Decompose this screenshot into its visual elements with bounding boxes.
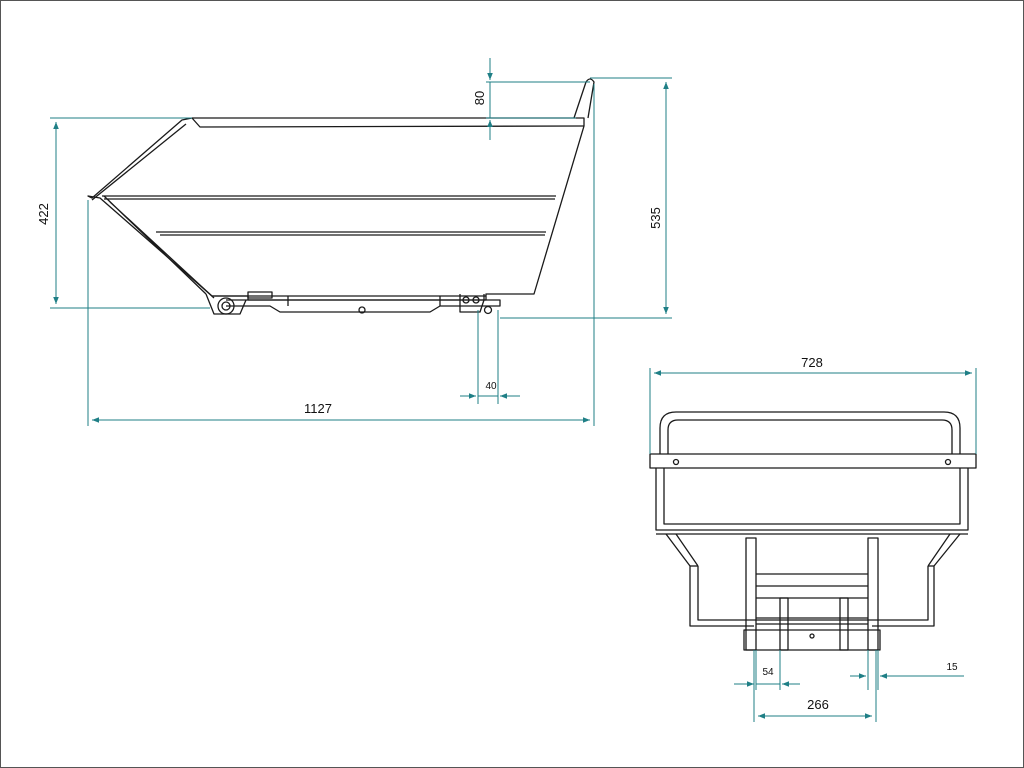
dim-label-80: 80 [472,91,487,105]
fork-pocket-right [867,537,879,651]
front-body [655,468,969,531]
front-rim-bolt-left [672,458,680,466]
dim-label-15: 15 [946,662,958,673]
front-handle-bar-inner [667,419,953,454]
front-center-pin [809,633,815,639]
front-handle-bar [659,411,961,454]
front-base-box [697,566,929,621]
rear-bracket-hole-2 [472,296,480,304]
reinforcement-band-lower [156,231,546,236]
front-view-dimensions [649,368,977,722]
front-lower-frame [743,629,881,651]
dim-label-266: 266 [807,697,829,712]
hopper-bottom-slope [103,195,215,299]
rear-bracket-hole-1 [462,296,470,304]
rear-bracket [459,294,485,313]
rear-pin [483,305,493,315]
front-rim-bolt-right [944,458,952,466]
hopper-top-rim [191,117,585,128]
base-frame-inner [287,296,441,306]
front-slope-right [872,533,961,627]
hopper-body-outline [87,117,585,301]
dim-label-728: 728 [801,355,823,370]
hinge-pin-inner [221,301,231,311]
front-top-rim [649,453,977,469]
hopper-front-edge [91,123,187,201]
push-handle [573,78,595,119]
dim-label-1127: 1127 [304,401,332,416]
center-pin [358,306,366,314]
dim-label-422: 422 [36,203,51,225]
front-body-inner [663,468,961,525]
hinge-plate [247,291,273,299]
front-slope-left [665,533,754,627]
fork-pocket-left [745,537,757,651]
hinge-pin-outer [217,297,235,315]
front-view [649,411,977,651]
side-view-dimensions [50,58,672,426]
reinforcement-band-upper [102,195,556,200]
dim-label-535: 535 [648,207,663,229]
dim-label-40: 40 [485,381,497,392]
dim-label-54: 54 [762,667,774,678]
side-view [87,78,595,315]
